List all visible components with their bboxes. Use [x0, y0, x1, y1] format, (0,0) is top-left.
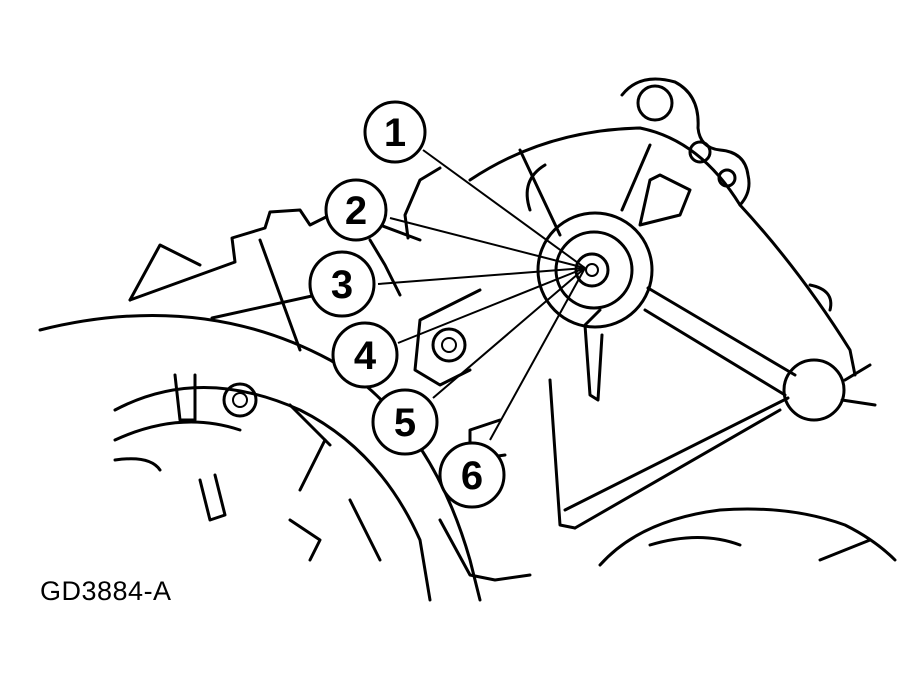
tensioner-arm	[563, 286, 877, 530]
left-bracket	[128, 166, 482, 387]
mounting-bracket	[620, 77, 833, 312]
leader-line-4	[397, 267, 586, 344]
callout-4: 4	[331, 321, 399, 389]
leader-line-6	[489, 267, 586, 441]
cover-housing	[468, 126, 857, 402]
figure-code: GD3884-A	[40, 576, 172, 606]
callout-1: 1	[363, 100, 427, 164]
leader-line-1	[422, 149, 586, 269]
callout-6: 6	[438, 441, 506, 509]
callout-label: 4	[354, 334, 377, 378]
lower-housing	[438, 378, 897, 582]
callout-label: 1	[384, 111, 406, 155]
callout-5: 5	[371, 388, 439, 456]
callout-label: 3	[331, 263, 353, 307]
leader-line-2	[389, 217, 586, 269]
leader-lines	[377, 149, 586, 441]
callout-label: 2	[345, 189, 367, 233]
callout-2: 2	[324, 178, 388, 242]
callout-label: 5	[394, 401, 416, 445]
callout-3: 3	[308, 250, 376, 318]
leader-line-5	[432, 267, 586, 399]
callout-label: 6	[461, 454, 483, 498]
crank-pulley	[38, 314, 482, 602]
leader-line-3	[377, 267, 586, 285]
